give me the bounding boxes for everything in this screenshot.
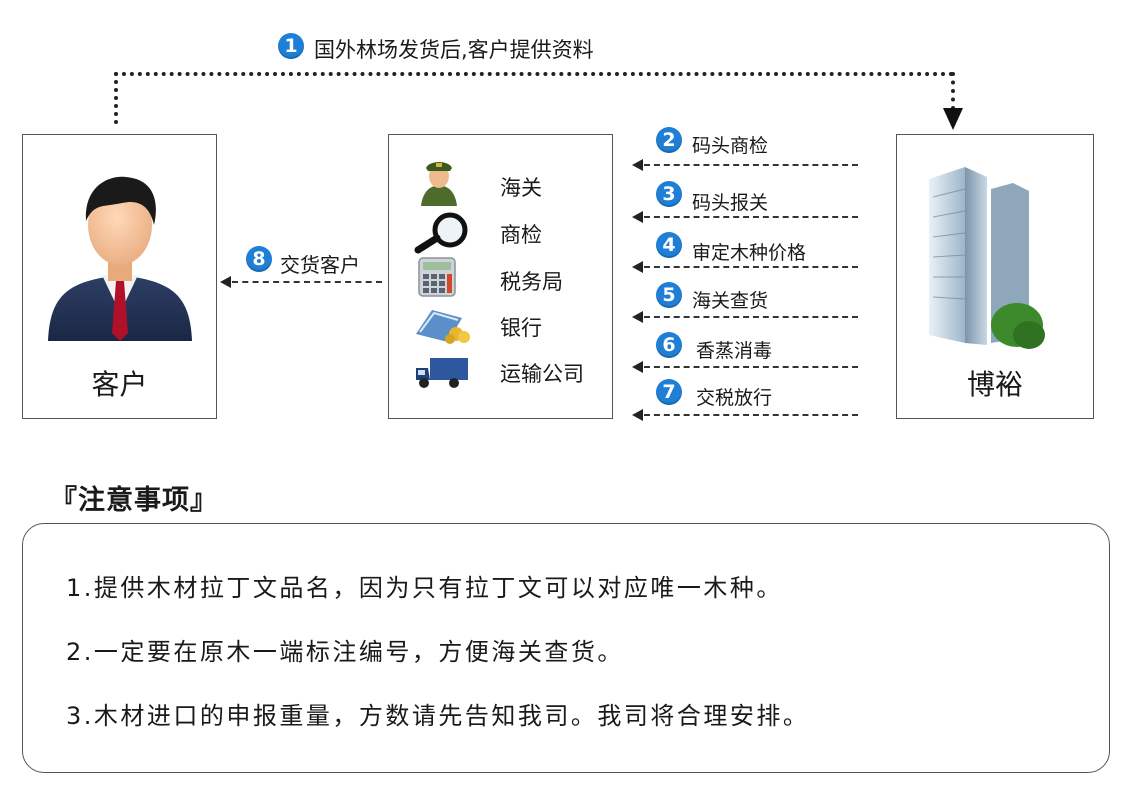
step-6-arrow-line: [644, 366, 858, 368]
step-7-arrow-line: [644, 414, 858, 416]
arrow-left-icon: [632, 361, 643, 373]
step-2-badge: 2: [656, 127, 682, 153]
arrow-down-icon: [943, 108, 963, 130]
step-1-label: 国外林场发货后,客户提供资料: [314, 38, 594, 62]
step-7-label: 交税放行: [696, 387, 773, 409]
step-1-badge: 1: [278, 33, 304, 59]
step-3-label: 码头报关: [692, 192, 769, 214]
note-item-2: 2.一定要在原木一端标注编号，方便海关查货。: [66, 638, 624, 666]
arrow-left-icon: [632, 409, 643, 421]
note-item-3: 3.木材进口的申报重量，方数请先告知我司。我司将合理安排。: [66, 702, 810, 730]
customs-officer-icon: [421, 162, 457, 206]
truck-icon: [416, 358, 468, 388]
step-4-badge: 4: [656, 232, 682, 258]
step-8-badge: 8: [246, 246, 272, 272]
agency-label-bank: 银行: [500, 316, 542, 340]
step-4-arrow-line: [644, 266, 858, 268]
customer-box: 客户: [22, 134, 217, 419]
arrow-left-icon: [220, 276, 231, 288]
step-5-arrow-line: [644, 316, 858, 318]
step-6-badge: 6: [656, 332, 682, 358]
step-4-label: 审定木种价格: [692, 242, 807, 264]
bank-card-icon: [416, 310, 470, 344]
step-3-arrow-line: [644, 216, 858, 218]
step-2-arrow-line: [644, 164, 858, 166]
arrow-left-icon: [632, 211, 643, 223]
top-route-line: [114, 72, 954, 76]
agency-label-tax-bureau: 税务局: [500, 270, 563, 294]
notes-title: 『注意事项』: [50, 485, 218, 516]
step-5-label: 海关查货: [692, 290, 769, 312]
calculator-icon: [418, 257, 456, 297]
arrow-left-icon: [632, 261, 643, 273]
note-item-1: 1.提供木材拉丁文品名，因为只有拉丁文可以对应唯一木种。: [66, 574, 783, 602]
step-7-badge: 7: [656, 379, 682, 405]
agency-label-transport: 运输公司: [500, 362, 584, 386]
building-icon: [929, 167, 1045, 349]
step-6-label: 香蒸消毒: [696, 340, 773, 362]
arrow-left-icon: [632, 311, 643, 323]
notes-box: [22, 523, 1110, 773]
top-left-connector: [114, 72, 118, 124]
step-8-label: 交货客户: [280, 253, 360, 277]
step-8-arrow-line: [232, 281, 382, 283]
company-box: 博裕: [896, 134, 1094, 419]
agency-label-customs: 海关: [500, 176, 542, 200]
company-label: 博裕: [966, 368, 1023, 401]
customer-avatar-icon: [48, 176, 192, 341]
step-5-badge: 5: [656, 282, 682, 308]
magnifier-icon: [414, 212, 468, 254]
arrow-left-icon: [632, 159, 643, 171]
step-2-label: 码头商检: [692, 135, 769, 157]
agency-label-inspection: 商检: [500, 223, 542, 247]
customer-label: 客户: [91, 368, 148, 401]
top-right-connector: [951, 72, 955, 110]
step-3-badge: 3: [656, 181, 682, 207]
